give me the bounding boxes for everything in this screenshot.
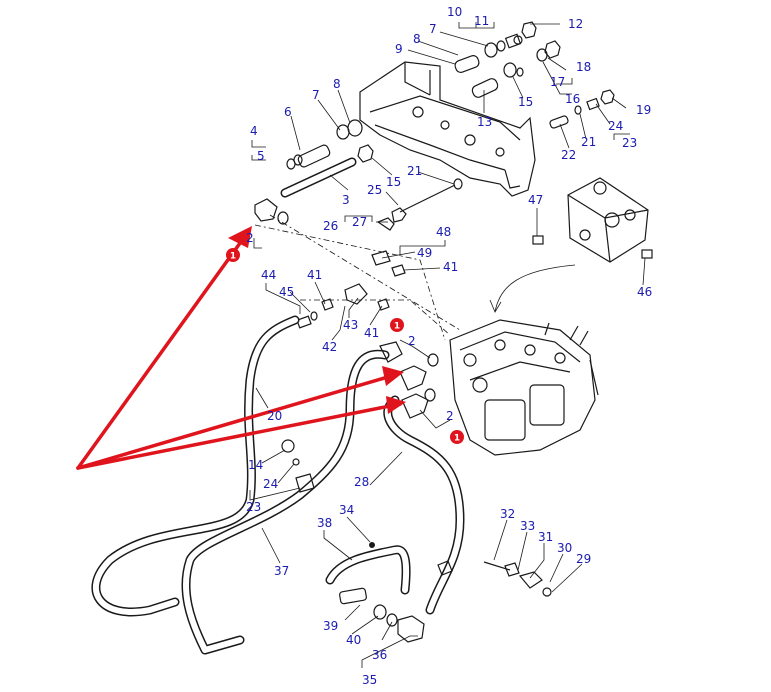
callout-5: 5 (257, 149, 265, 163)
callout-40: 40 (346, 633, 361, 647)
mid-fittings (296, 250, 406, 329)
alignment-lines (254, 214, 461, 341)
red-arrow-1-head (228, 226, 252, 248)
callout-2: 2 (408, 334, 416, 348)
callout-41: 41 (364, 326, 379, 340)
callout-7: 7 (312, 88, 320, 102)
marker-label: 1 (394, 322, 400, 332)
callout-46: 46 (637, 285, 652, 299)
callout-20: 20 (267, 409, 282, 423)
callout-21: 21 (407, 164, 422, 178)
callout-45: 45 (279, 285, 294, 299)
callout-8: 8 (333, 77, 341, 91)
callout-10: 10 (447, 5, 462, 19)
callout-27: 27 (352, 215, 367, 229)
callout-2: 2 (246, 231, 254, 245)
marker-label: 1 (454, 434, 460, 444)
callout-24: 24 (263, 477, 278, 491)
callout-34: 34 (339, 503, 354, 517)
callout-25: 25 (367, 183, 382, 197)
fitting-34 (369, 542, 375, 548)
callout-12: 12 (568, 17, 583, 31)
callout-41: 41 (307, 268, 322, 282)
marker-label: 1 (230, 252, 236, 262)
callout-17: 17 (550, 75, 565, 89)
callout-2: 2 (446, 409, 454, 423)
callout-4: 4 (250, 124, 258, 138)
callout-24: 24 (608, 119, 623, 133)
control-valve-block (449, 319, 599, 456)
hydraulic-hoses (91, 315, 465, 655)
leader-lines (249, 22, 646, 668)
callout-3: 3 (342, 193, 350, 207)
callout-36: 36 (372, 648, 387, 662)
highlight-arrows (76, 226, 406, 470)
callout-15: 15 (518, 95, 533, 109)
callout-22: 22 (561, 148, 576, 162)
red-arrow-1 (76, 230, 250, 470)
fittings-top-right (454, 21, 615, 129)
callout-6: 6 (284, 105, 292, 119)
callout-39: 39 (323, 619, 338, 633)
callout-28: 28 (354, 475, 369, 489)
callout-41: 41 (443, 260, 458, 274)
callout-26: 26 (323, 219, 338, 233)
callout-37: 37 (274, 564, 289, 578)
red-arrow-3 (76, 402, 402, 470)
callout-15: 15 (386, 175, 401, 189)
callout-8: 8 (413, 32, 421, 46)
callout-16: 16 (565, 92, 580, 106)
callout-7: 7 (429, 22, 437, 36)
curved-arrow (494, 264, 576, 313)
callout-49: 49 (417, 246, 432, 260)
callout-21: 21 (581, 135, 596, 149)
callout-11: 11 (474, 14, 489, 28)
callout-labels: 10 11 12 7 8 9 17 18 15 16 13 19 24 21 2… (246, 5, 652, 687)
callout-43: 43 (343, 318, 358, 332)
callout-38: 38 (317, 516, 332, 530)
callout-42: 42 (322, 340, 337, 354)
callout-33: 33 (520, 519, 535, 533)
red-arrow-3-head (386, 396, 406, 414)
callout-44: 44 (261, 268, 276, 282)
callout-48: 48 (436, 225, 451, 239)
curved-arrow-head (489, 299, 502, 313)
mounting-bracket (359, 61, 536, 197)
callout-23: 23 (246, 500, 261, 514)
callout-35: 35 (362, 673, 377, 687)
callout-23: 23 (622, 136, 637, 150)
red-markers: 1 1 1 (226, 248, 464, 444)
red-arrow-2-head (382, 366, 404, 386)
marker-1-upper-valve: 1 (390, 318, 404, 332)
marker-1-lower-valve: 1 (450, 430, 464, 444)
callout-29: 29 (576, 552, 591, 566)
callout-47: 47 (528, 193, 543, 207)
callout-9: 9 (395, 42, 403, 56)
callout-30: 30 (557, 541, 572, 555)
pipe-assembly-left (254, 119, 463, 231)
marker-1-left: 1 (226, 248, 240, 262)
callout-19: 19 (636, 103, 651, 117)
auxiliary-valve (532, 177, 653, 263)
red-arrow-2 (76, 372, 400, 470)
fittings-bottom-right (483, 561, 552, 597)
callout-32: 32 (500, 507, 515, 521)
callout-14: 14 (248, 458, 263, 472)
callout-18: 18 (576, 60, 591, 74)
callout-13: 13 (477, 115, 492, 129)
callout-31: 31 (538, 530, 553, 544)
